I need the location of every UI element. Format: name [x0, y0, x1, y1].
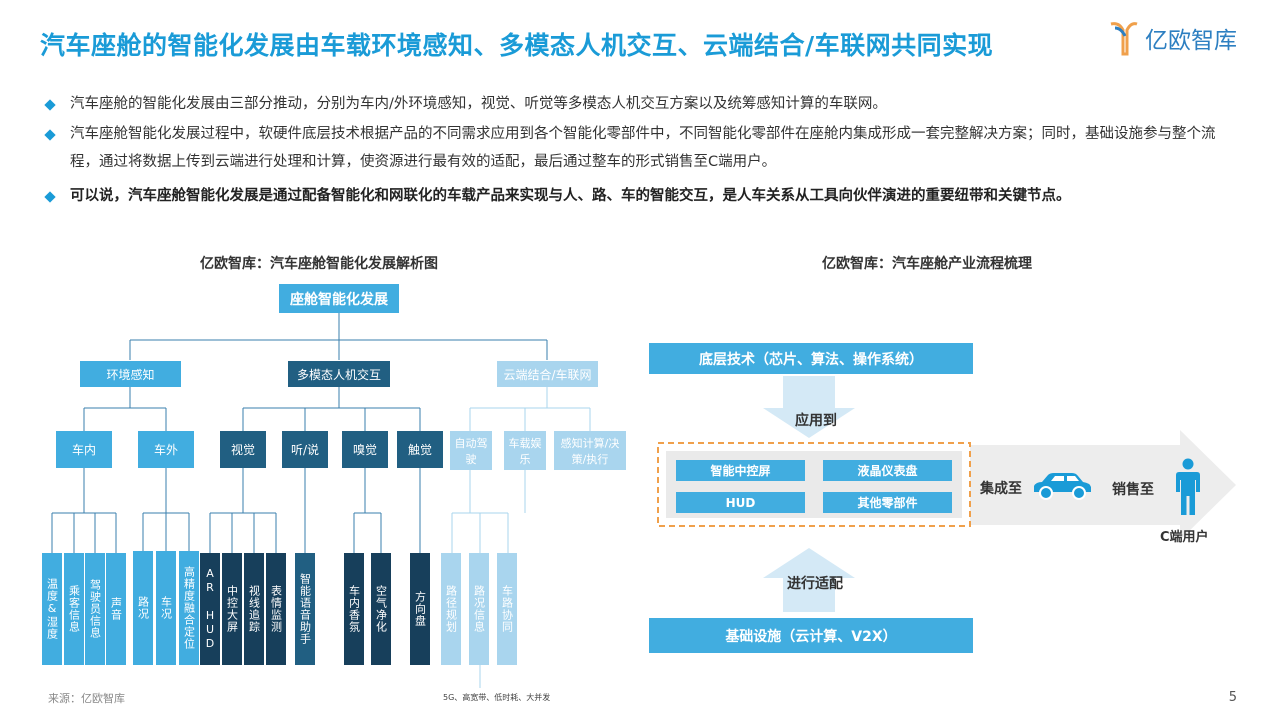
leaf-out-car: 高精度融合定位 [179, 551, 199, 665]
part-lcd-cluster: 液晶仪表盘 [823, 460, 952, 481]
sell-label: 销售至 [1112, 482, 1154, 498]
node-autonomous: 自动驾驶 [450, 431, 492, 470]
page-title: 汽车座舱的智能化发展由车载环境感知、多模态人机交互、云端结合/车联网共同实现 [40, 31, 994, 60]
bullet-item: 可以说，汽车座舱智能化发展是通过配备智能化和网联化的车载产品来实现与人、路、车的… [44, 182, 1244, 210]
leaf-in-car: 声音 [106, 553, 126, 665]
leaf-vision: 中控大屏 [222, 553, 242, 665]
bullet-text: 汽车座舱智能化发展过程中，软硬件底层技术根据产品的不同需求应用到各个智能化零部件… [70, 126, 1216, 170]
node-multimodal-hmi: 多模态人机交互 [288, 361, 390, 387]
leaf-smell: 车内香氛 [344, 553, 364, 665]
node-out-car: 车外 [138, 431, 194, 468]
bullet-text: 可以说，汽车座舱智能化发展是通过配备智能化和网联化的车载产品来实现与人、路、车的… [70, 188, 1071, 204]
apply-label: 应用到 [795, 413, 837, 429]
part-hud: HUD [676, 492, 805, 513]
leaf-v2x: 路径规划 [441, 553, 461, 665]
car-icon [1034, 473, 1091, 500]
logo-icon [1110, 22, 1138, 56]
left-diagram-caption: 亿欧智库：汽车座舱智能化发展解析图 [200, 256, 438, 272]
leaf-vision: 表情监测 [266, 553, 286, 665]
part-other: 其他零部件 [823, 492, 952, 513]
node-smell: 嗅觉 [342, 431, 388, 468]
logo-text: 亿欧智库 [1145, 28, 1237, 54]
node-cloud-v2x: 云端结合/车联网 [497, 361, 598, 387]
leaf-vision: AR HUD [200, 553, 220, 665]
part-center-screen: 智能中控屏 [676, 460, 805, 481]
page-number: 5 [1228, 690, 1237, 705]
leaf-smell: 空气净化 [371, 553, 391, 665]
person-icon [1176, 458, 1200, 515]
node-hear-speak: 听/说 [282, 431, 328, 468]
big-arrow-shape [970, 430, 1236, 540]
leaf-out-car: 车况 [156, 551, 176, 665]
bullet-text: 汽车座舱的智能化发展由三部分推动，分别为车内/外环境感知，视觉、听觉等多模态人机… [70, 96, 887, 112]
leaf-hear: 智能语音助手 [295, 553, 315, 665]
node-touch: 触觉 [397, 431, 443, 468]
up-arrow-shape [763, 548, 855, 612]
bullet-item: 汽车座舱智能化发展过程中，软硬件底层技术根据产品的不同需求应用到各个智能化零部件… [44, 120, 1244, 176]
integrate-label: 集成至 [980, 481, 1022, 497]
leaf-in-car: 驾驶员信息 [85, 553, 105, 665]
tech-bar: 底层技术（芯片、算法、操作系统） [649, 343, 973, 374]
node-in-car: 车内 [56, 431, 112, 468]
right-diagram-caption: 亿欧智库：汽车座舱产业流程梳理 [822, 256, 1032, 272]
leaf-v2x: 路况信息 [469, 553, 489, 665]
adapt-label: 进行适配 [787, 576, 843, 592]
infra-bar: 基础设施（云计算、V2X） [649, 618, 973, 653]
root-node: 座舱智能化发展 [279, 284, 399, 313]
c-user-label: C端用户 [1160, 530, 1209, 545]
source-note: 来源：亿欧智库 [48, 692, 125, 705]
bullet-item: 汽车座舱的智能化发展由三部分推动，分别为车内/外环境感知，视觉、听觉等多模态人机… [44, 90, 1244, 118]
network-footnote: 5G、高宽带、低时耗、大并发 [443, 693, 551, 702]
leaf-in-car: 乘客信息 [64, 553, 84, 665]
bullet-list: 汽车座舱的智能化发展由三部分推动，分别为车内/外环境感知，视觉、听觉等多模态人机… [44, 90, 1244, 212]
node-compute: 感知计算/决策/执行 [554, 431, 626, 470]
leaf-vision: 视线追踪 [244, 553, 264, 665]
down-arrow-shape [763, 376, 855, 438]
tree-connectors [51, 313, 591, 688]
leaf-in-car: 温度&湿度 [42, 553, 62, 665]
brand-logo: 亿欧智库 [1109, 16, 1239, 60]
node-vision: 视觉 [220, 431, 266, 468]
leaf-v2x: 车路协同 [497, 553, 517, 665]
node-infotainment: 车载娱乐 [504, 431, 546, 470]
leaf-touch: 方向盘 [410, 553, 430, 665]
leaf-out-car: 路况 [133, 551, 153, 665]
node-env-perception: 环境感知 [80, 361, 181, 387]
